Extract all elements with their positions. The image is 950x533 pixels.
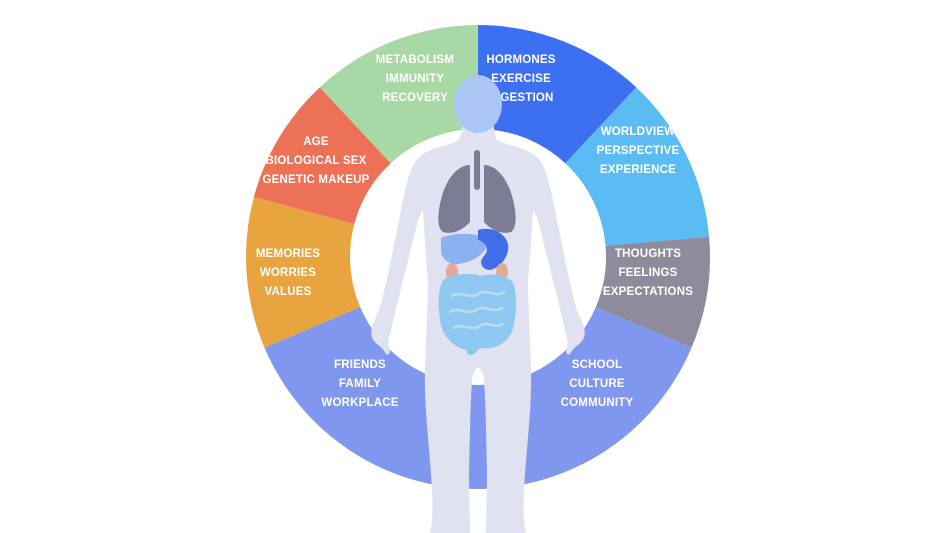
- segment-age: [253, 87, 391, 224]
- segment-label-line: BIOLOGICAL SEX: [266, 155, 367, 167]
- segment-label-line: GENETIC MAKEUP: [263, 174, 370, 186]
- segment-friends: [264, 307, 478, 489]
- wheel-labels: METABOLISM IMMUNITY RECOVERY HORMONES EXERCI…: [256, 54, 693, 409]
- segment-label-line: FRIENDS: [334, 359, 386, 371]
- human-body-figure: [371, 75, 585, 533]
- segment-label-line: PERSPECTIVE: [597, 145, 680, 157]
- segment-label-line: SCHOOL: [572, 359, 622, 371]
- wheel-ring: [245, 25, 710, 489]
- segment-label-line: EXERCISE: [491, 73, 551, 85]
- segment-label-worldview: WORLDVIEW PERSPECTIVE EXPERIENCE: [597, 126, 680, 176]
- segment-label-age: AGE BIOLOGICAL SEX GENETIC MAKEUP: [263, 136, 370, 186]
- segment-label-metabolism: METABOLISM IMMUNITY RECOVERY: [376, 54, 454, 104]
- right-lung: [484, 165, 516, 233]
- segment-label-memories: MEMORIES WORRIES VALUES: [256, 248, 320, 298]
- segment-thoughts: [595, 236, 710, 348]
- segment-label-line: VALUES: [265, 286, 312, 298]
- segment-label-line: AGE: [303, 136, 329, 148]
- segment-label-line: THOUGHTS: [615, 248, 681, 260]
- stomach: [478, 228, 509, 270]
- segment-label-line: FAMILY: [339, 378, 381, 390]
- segment-metabolism: [319, 25, 478, 164]
- segment-label-line: DIGESTION: [488, 92, 553, 104]
- segment-label-line: EXPERIENCE: [600, 164, 676, 176]
- head: [454, 75, 502, 133]
- segment-label-line: CULTURE: [569, 378, 625, 390]
- liver: [441, 233, 488, 265]
- trachea: [474, 150, 480, 190]
- segment-label-line: COMMUNITY: [561, 397, 634, 409]
- left-lung: [438, 165, 470, 233]
- segment-label-line: METABOLISM: [376, 54, 454, 66]
- segment-worldview: [565, 87, 710, 246]
- segment-label-line: WORRIES: [260, 267, 316, 279]
- segment-label-line: MEMORIES: [256, 248, 320, 260]
- segment-label-line: WORKPLACE: [321, 397, 398, 409]
- segment-label-hormones: HORMONES EXERCISE DIGESTION: [486, 54, 555, 104]
- segment-label-line: FEELINGS: [618, 267, 677, 279]
- segment-label-line: HORMONES: [486, 54, 555, 66]
- segment-label-thoughts: THOUGHTS FEELINGS EXPECTATIONS: [603, 248, 693, 298]
- intestine-coils: [448, 290, 506, 330]
- segment-label-line: IMMUNITY: [386, 73, 445, 85]
- segment-label-school: SCHOOL CULTURE COMMUNITY: [561, 359, 634, 409]
- segment-label-line: EXPECTATIONS: [603, 286, 693, 298]
- segment-label-line: RECOVERY: [382, 92, 448, 104]
- segment-label-friends: FRIENDS FAMILY WORKPLACE: [321, 359, 398, 409]
- segment-label-line: WORLDVIEW: [601, 126, 676, 138]
- segment-memories: [245, 196, 361, 348]
- segment-hormones: [478, 25, 637, 164]
- segment-school: [478, 307, 692, 489]
